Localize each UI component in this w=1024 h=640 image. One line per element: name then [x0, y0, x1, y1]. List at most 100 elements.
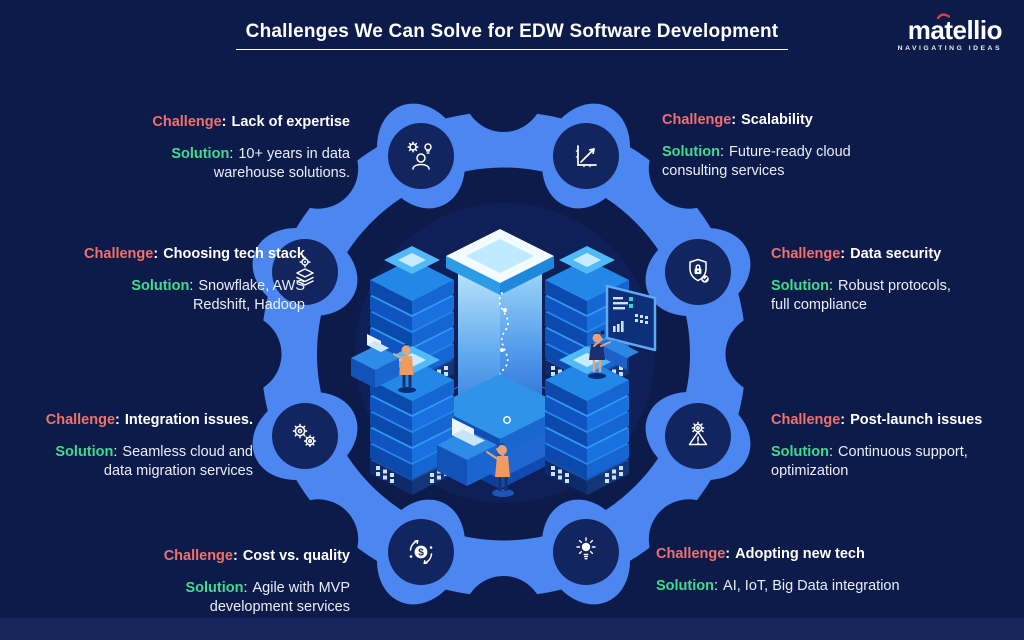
solution-text: 10+ years in data [238, 146, 350, 162]
colon: : [189, 278, 194, 294]
solution-label: Solution [771, 278, 829, 294]
solution-text: AI, IoT, Big Data integration [723, 578, 900, 594]
header: Challenges We Can Solve for EDW Software… [0, 21, 1024, 50]
solution-text-line2: warehouse solutions. [213, 165, 350, 181]
colon: : [113, 444, 118, 460]
gear-warning-icon [688, 421, 708, 446]
node-post-launch [665, 403, 731, 469]
logo-brand-text: matellio [907, 13, 1003, 45]
challenge-label: Challenge [662, 112, 732, 128]
solution-text-line2: Redshift, Hadoop [192, 297, 305, 313]
solution-text-line2: data migration services [103, 463, 253, 479]
challenge-text: Scalability [741, 112, 813, 128]
colon: : [840, 412, 846, 428]
person-right-dashboard [588, 284, 657, 379]
challenge-line: Challenge:Scalability [662, 111, 851, 130]
logo-accent-mark [936, 13, 950, 20]
challenge-line: Challenge:Data security [771, 245, 951, 264]
challenge-text: Cost vs. quality [242, 548, 350, 564]
person-left-desk [351, 334, 416, 393]
solution-text: Robust protocols, [838, 278, 951, 294]
challenge-line: Challenge:Cost vs. quality [164, 547, 350, 566]
solution-label: Solution [656, 578, 714, 594]
node-tech-stack [272, 239, 338, 305]
challenge-line: Challenge:Lack of expertise [152, 113, 350, 132]
challenge-line: Challenge:Integration issues. [46, 411, 253, 430]
colon: : [229, 146, 234, 162]
solution-line: Solution:Snowflake, AWS Redshift, Hadoop [84, 277, 305, 315]
shield-lock-icon [689, 258, 709, 283]
block-cost-quality: Challenge:Cost vs. quality Solution:Agil… [164, 547, 350, 617]
solution-text-line2: consulting services [662, 163, 785, 179]
solution-label: Solution [171, 146, 230, 162]
challenge-text: Choosing tech stack [163, 246, 305, 262]
expert-person-icon [407, 141, 432, 170]
colon: : [115, 412, 120, 428]
colon: : [221, 114, 227, 130]
footer-band [0, 618, 1024, 640]
solution-text: Snowflake, AWS [198, 278, 305, 294]
solution-line: Solution:Seamless cloud and data migrati… [46, 443, 253, 481]
colon: : [232, 548, 238, 564]
solution-line: Solution:Future-ready cloud consulting s… [662, 143, 851, 181]
colon: : [153, 246, 159, 262]
colon: : [725, 546, 731, 562]
node-scalability [553, 123, 619, 189]
challenge-label: Challenge [771, 412, 841, 428]
solution-label: Solution [131, 278, 190, 294]
solution-line: Solution:Agile with MVP development serv… [164, 579, 350, 617]
solution-line: Solution:Robust protocols, full complian… [771, 277, 951, 315]
solution-line: Solution:Continuous support, optimizatio… [771, 443, 982, 481]
challenge-line: Challenge:Choosing tech stack [84, 245, 305, 264]
solution-line: Solution:AI, IoT, Big Data integration [656, 577, 900, 596]
solution-label: Solution [771, 444, 829, 460]
challenge-text: Post-launch issues [850, 412, 983, 428]
node-integration [272, 403, 338, 469]
node-cost-quality: $ [388, 519, 454, 585]
challenge-label: Challenge [45, 412, 116, 428]
layers-gear-icon [296, 256, 314, 286]
block-tech-stack: Challenge:Choosing tech stack Solution:S… [84, 245, 305, 315]
outer-ring [261, 111, 746, 597]
node-new-tech [553, 519, 619, 585]
challenge-label: Challenge [152, 114, 222, 130]
dollar-glyph: $ [418, 548, 424, 559]
matellio-logo: matellio NAVIGATING IDEAS [897, 13, 1003, 53]
solution-text: Agile with MVP [252, 580, 350, 596]
ring-scallops [201, 52, 806, 640]
colon: : [840, 246, 846, 262]
page-title: Challenges We Can Solve for EDW Software… [235, 21, 789, 50]
solution-label: Solution [662, 144, 720, 160]
logo-tagline: NAVIGATING IDEAS [897, 45, 1002, 52]
colon: : [829, 278, 834, 294]
challenge-label: Challenge [84, 246, 154, 262]
block-data-security: Challenge:Data security Solution:Robust … [771, 245, 951, 315]
challenge-text: Adopting new tech [735, 546, 865, 562]
challenge-text: Lack of expertise [231, 114, 350, 130]
challenge-label: Challenge [656, 546, 726, 562]
solution-text: Seamless cloud and [122, 444, 253, 460]
block-integration: Challenge:Integration issues. Solution:S… [46, 411, 253, 481]
challenge-label: Challenge [163, 548, 233, 564]
solution-line: Solution:10+ years in data warehouse sol… [152, 145, 350, 183]
solution-label: Solution [55, 444, 114, 460]
solution-text-line2: optimization [771, 463, 849, 479]
challenge-text: Data security [850, 246, 942, 262]
block-expertise: Challenge:Lack of expertise Solution:10+… [152, 113, 350, 183]
node-data-security [665, 239, 731, 305]
challenge-line: Challenge:Adopting new tech [656, 545, 900, 564]
idea-bulb-icon [576, 537, 596, 560]
colon: : [720, 144, 725, 160]
solution-label: Solution [185, 580, 244, 596]
solution-text-line2: full compliance [771, 297, 867, 313]
person-bottom-laptop [437, 418, 514, 497]
challenge-text: Integration issues. [124, 412, 253, 428]
node-expertise [388, 123, 454, 189]
growth-chart-icon [575, 145, 597, 168]
colon: : [829, 444, 834, 460]
solution-text: Future-ready cloud [729, 144, 851, 160]
dollar-cycle-icon: $ [409, 539, 433, 565]
block-scalability: Challenge:Scalability Solution:Future-re… [662, 111, 851, 181]
colon: : [243, 580, 248, 596]
edw-illustration [351, 229, 657, 497]
